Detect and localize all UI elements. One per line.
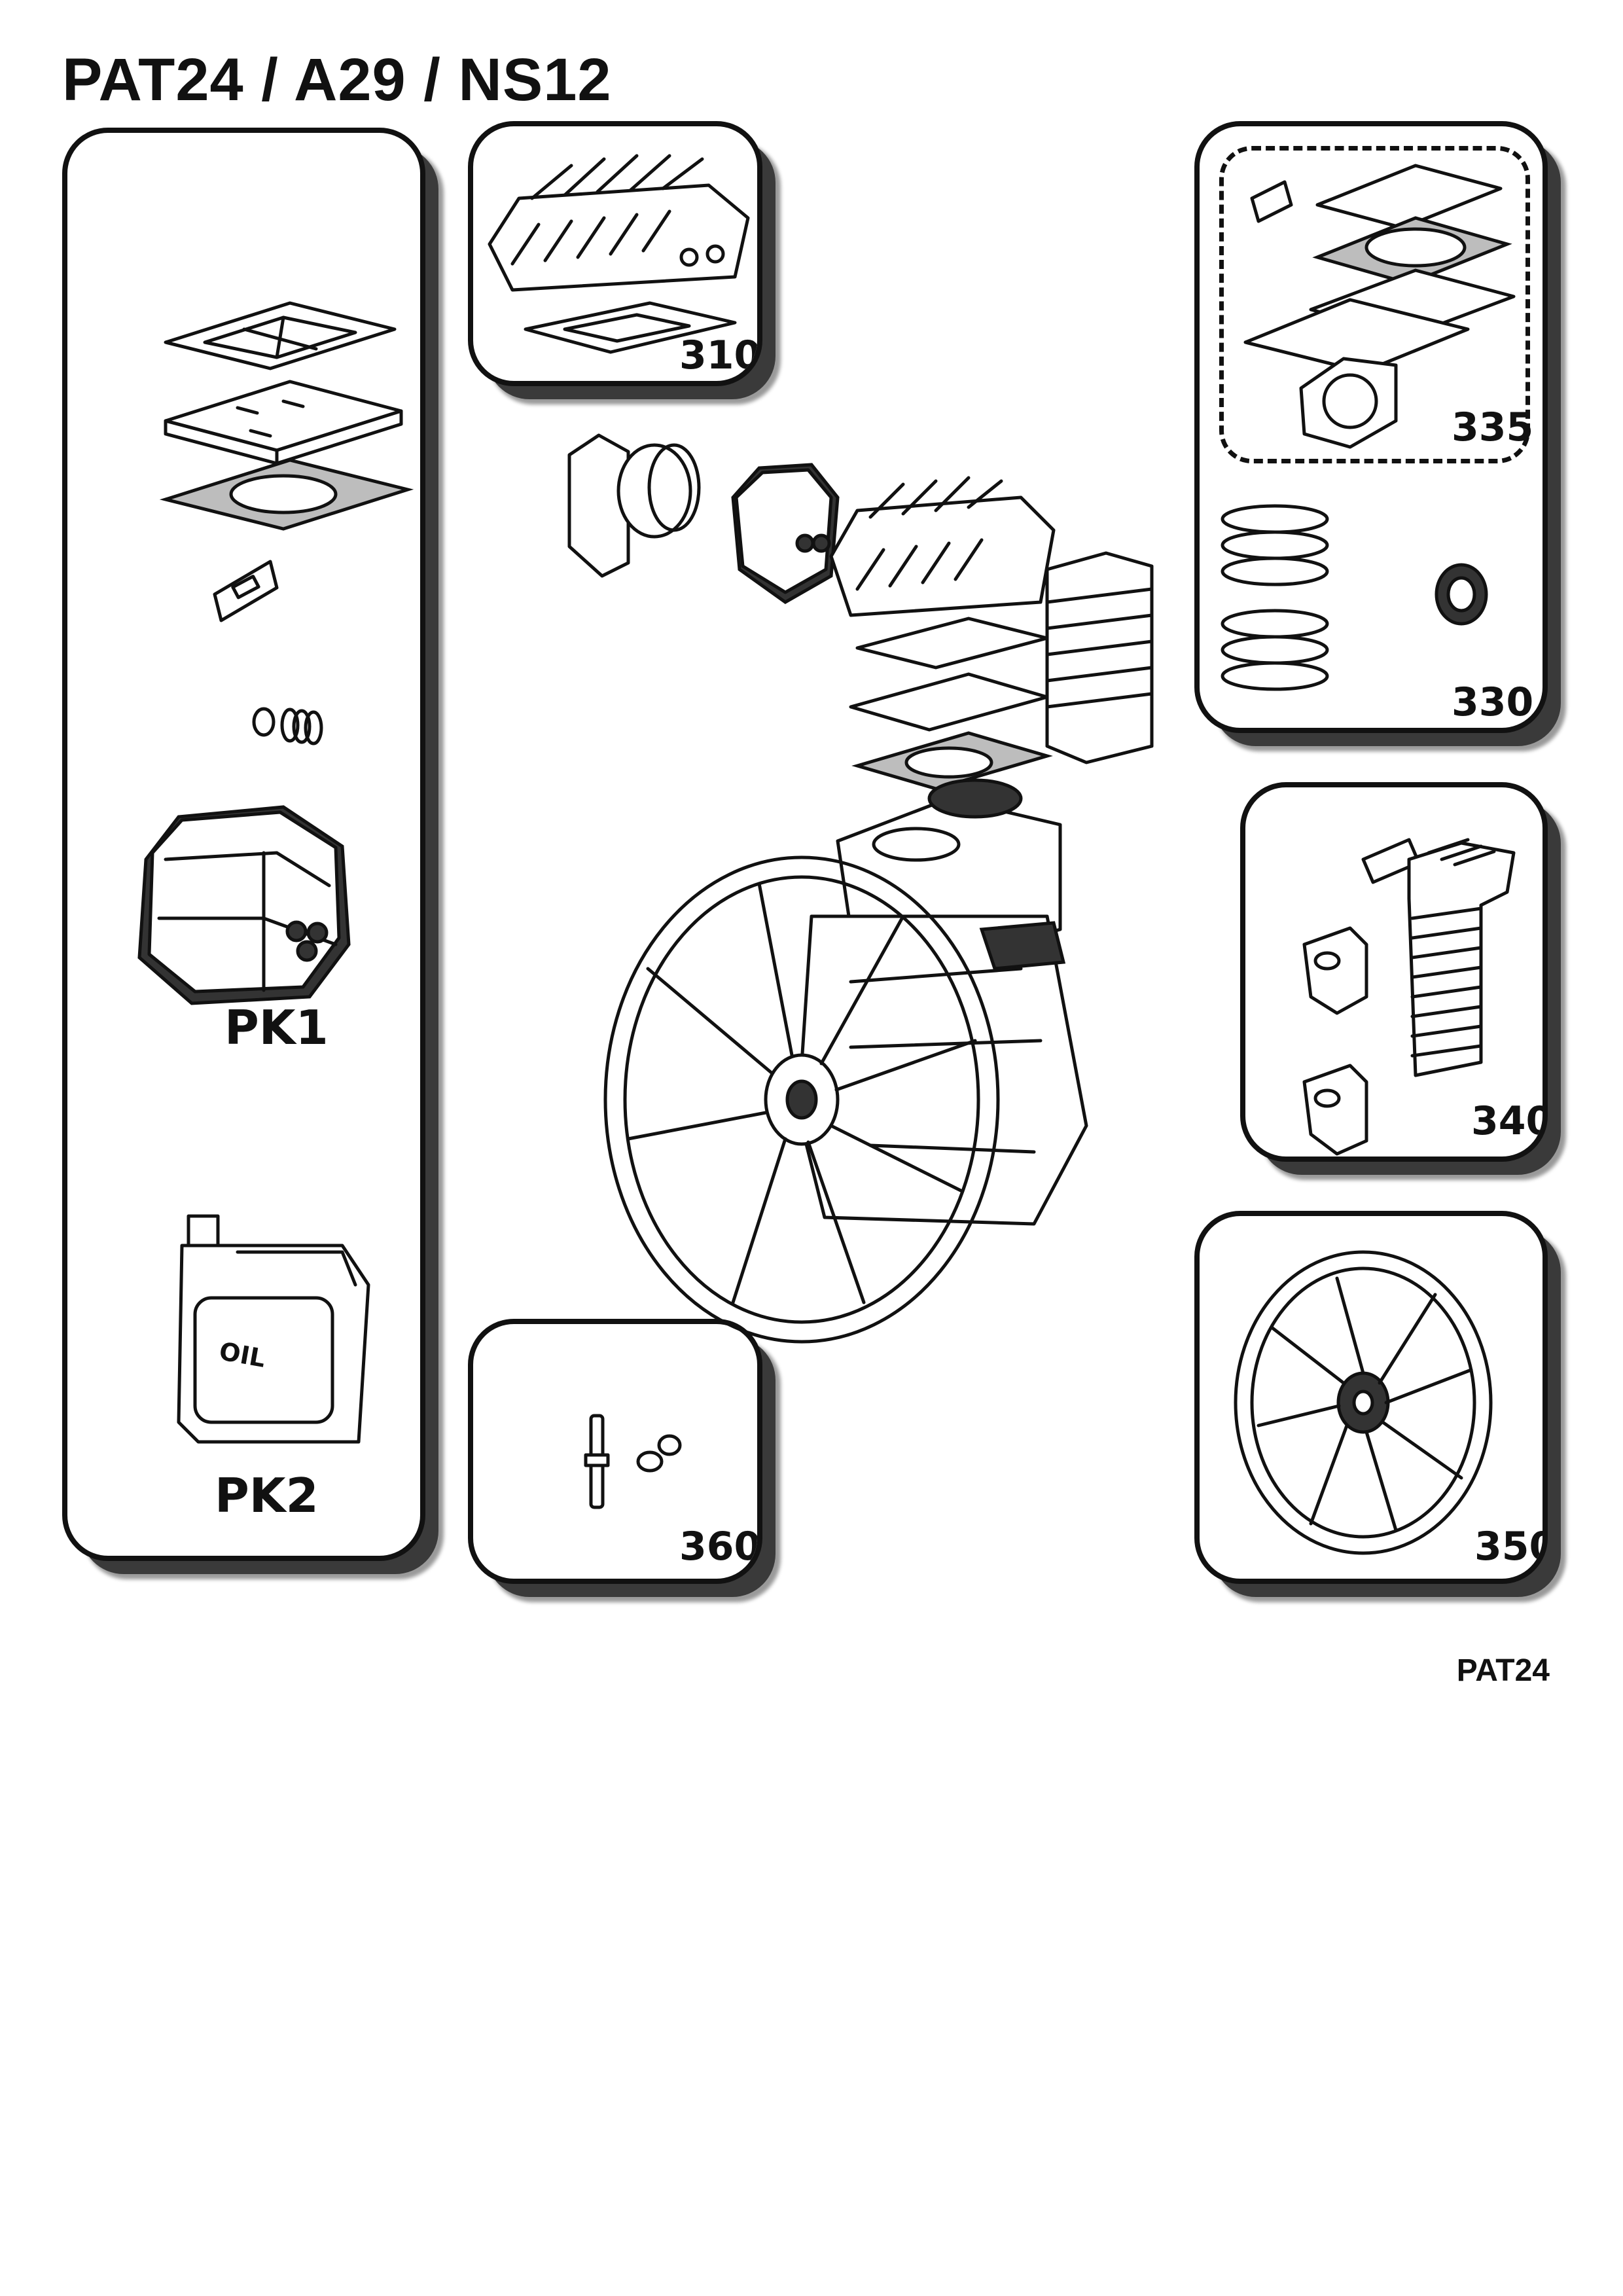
gasket-kit-icon [1221, 164, 1516, 691]
intercooler-icon [1302, 838, 1516, 1156]
stud-bolt-icon [584, 1414, 682, 1509]
cylinder-head-main-icon [829, 476, 1056, 617]
footer-code: PAT24 [1456, 1653, 1550, 1688]
part-panel-360: 360 [468, 1319, 762, 1584]
valve-plate-icon [164, 380, 403, 465]
part-number-330: 330 [1452, 679, 1534, 725]
gasket-kit-335-frame [1219, 146, 1530, 463]
part-number-340: 340 [1471, 1098, 1548, 1144]
piston-rings-icon [1221, 504, 1329, 691]
page-title: PAT24 / A29 / NS12 [62, 46, 612, 113]
part-panel-310: 310 [468, 121, 762, 386]
cylinder-head-icon [488, 154, 750, 354]
bearing-icon [1435, 563, 1488, 626]
cylinder-gasket-icon [159, 458, 414, 531]
gasket-plate-icon [164, 301, 397, 370]
kit-label-pk1: PK1 [224, 1000, 329, 1055]
kit-illustrations [137, 301, 414, 1444]
kit-panel-pk: PK1 OIL PK2 [62, 128, 425, 1561]
elbow-fitting-icon [1302, 926, 1368, 1156]
oil-can-icon [177, 1214, 370, 1444]
part-number-350: 350 [1474, 1524, 1543, 1570]
part-panel-350: 350 [1194, 1211, 1548, 1584]
valve-spring-icon [252, 707, 323, 745]
intercooler-main-icon [1045, 551, 1154, 764]
part-panel-335-330: 335 330 [1194, 121, 1548, 733]
flywheel-main-icon [603, 855, 1000, 1344]
filter-cover-icon [567, 433, 701, 578]
small-gasket-icon [213, 560, 279, 622]
part-panel-340: 340 [1240, 782, 1548, 1162]
kit-label-pk2: PK2 [215, 1468, 319, 1523]
part-number-335: 335 [1452, 404, 1534, 450]
air-filter-icon [137, 805, 351, 1005]
filter-housing-icon [731, 463, 840, 604]
flywheel-small-icon [1234, 1250, 1493, 1555]
part-number-360: 360 [679, 1524, 762, 1570]
part-number-310: 310 [679, 332, 762, 378]
